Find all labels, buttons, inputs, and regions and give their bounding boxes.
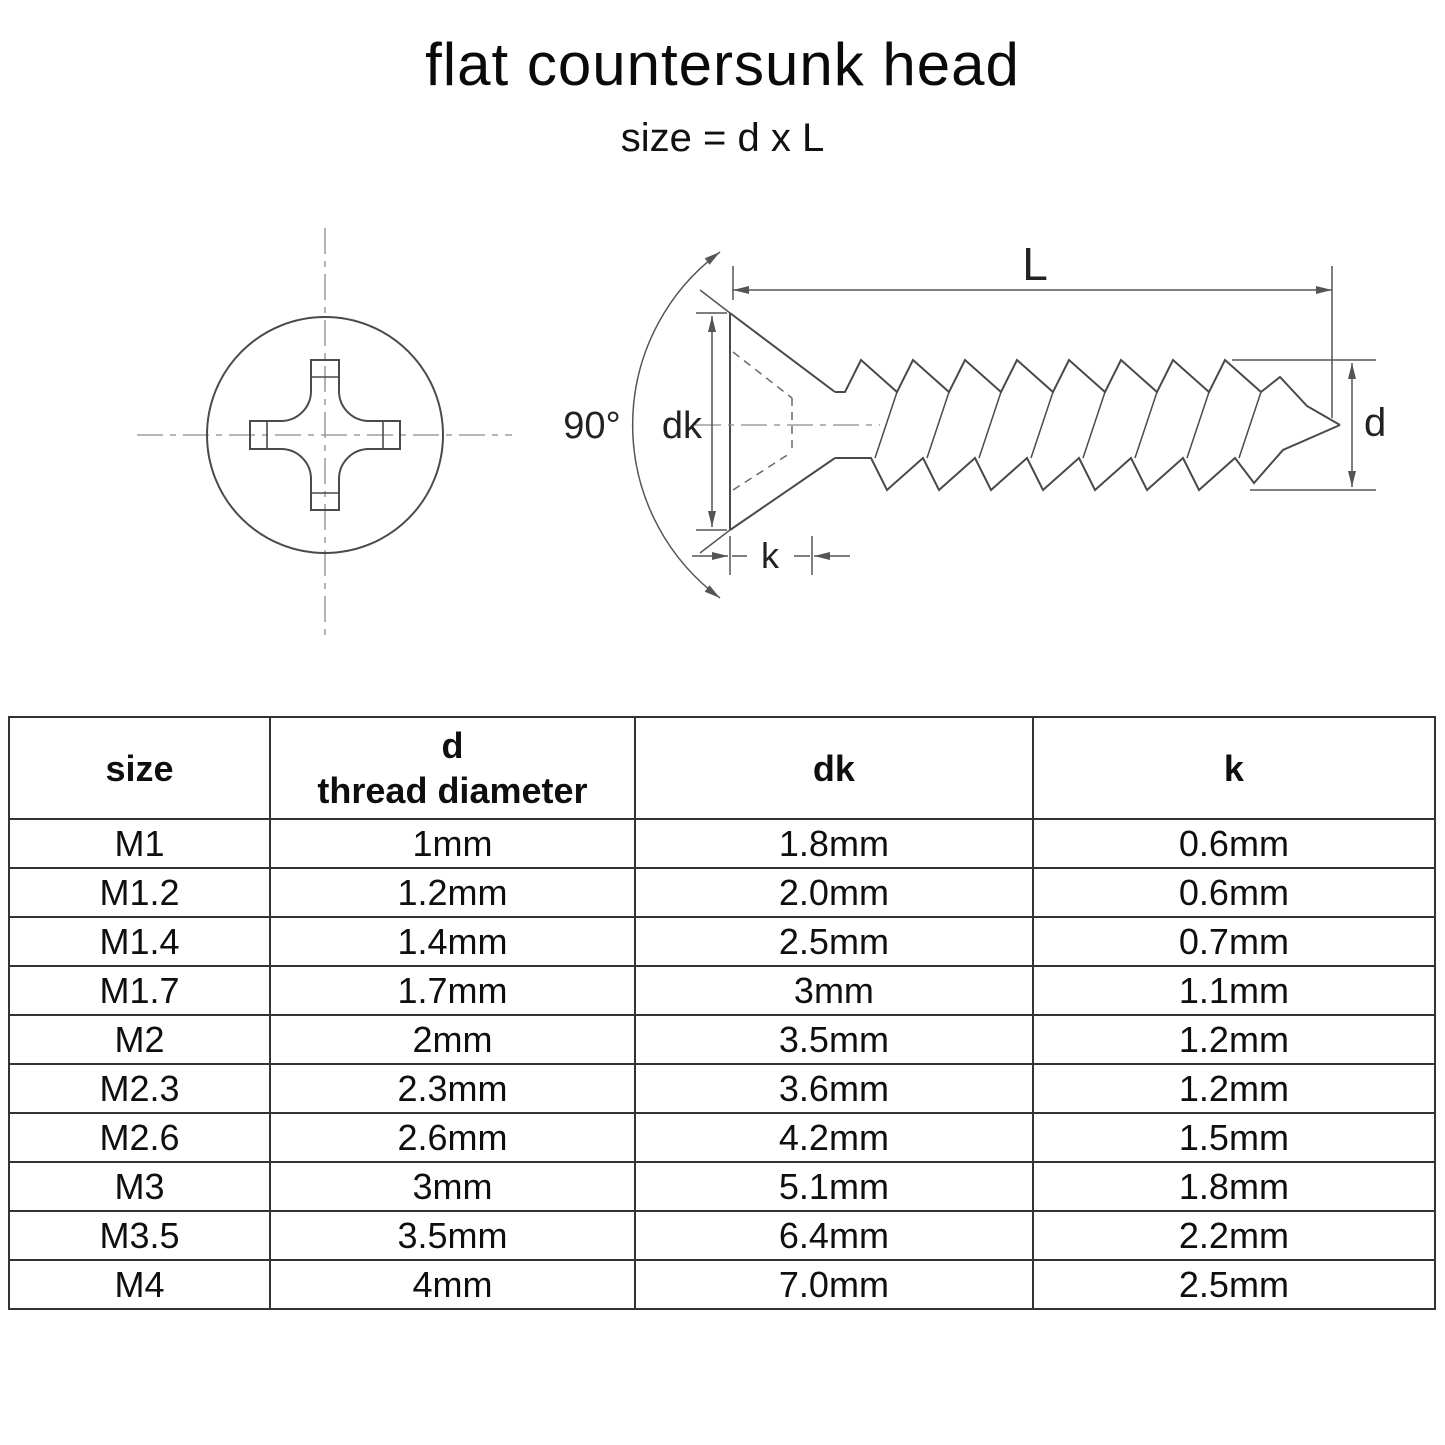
recess-hidden-lines bbox=[732, 351, 793, 491]
cell-size: M1.4 bbox=[8, 916, 271, 967]
cell-dk: 4.2mm bbox=[634, 1112, 1034, 1163]
cell-size: M1.2 bbox=[8, 867, 271, 918]
col-header-size: size bbox=[8, 716, 271, 820]
phillips-cross bbox=[249, 359, 401, 511]
cell-dk: 6.4mm bbox=[634, 1210, 1034, 1261]
label-L: L bbox=[1022, 238, 1048, 290]
cell-size: M2 bbox=[8, 1014, 271, 1065]
col-header-k: k bbox=[1031, 716, 1437, 820]
thread-profile-bottom bbox=[835, 424, 1341, 492]
cell-d: 2.3mm bbox=[268, 1063, 637, 1114]
head-cone-lower bbox=[729, 457, 836, 531]
cell-k: 1.5mm bbox=[1031, 1112, 1437, 1163]
spec-table: size d thread diameter dk k M1 1mm 1.8mm… bbox=[8, 716, 1437, 1310]
cell-dk: 5.1mm bbox=[634, 1161, 1034, 1212]
page-subtitle: size = d x L bbox=[620, 116, 825, 160]
cell-k: 0.6mm bbox=[1031, 867, 1437, 918]
col-header-d-description: thread diameter bbox=[317, 770, 588, 811]
table-row: M2 2mm 3.5mm 1.2mm bbox=[8, 1014, 1437, 1065]
head-cone-upper bbox=[729, 312, 836, 393]
cell-dk: 2.0mm bbox=[634, 867, 1034, 918]
cell-dk: 3.5mm bbox=[634, 1014, 1034, 1065]
table-row: M2.6 2.6mm 4.2mm 1.5mm bbox=[8, 1112, 1437, 1163]
cell-size: M2.3 bbox=[8, 1063, 271, 1114]
cell-size: M4 bbox=[8, 1259, 271, 1310]
cell-dk: 1.8mm bbox=[634, 818, 1034, 869]
table-row: M1.4 1.4mm 2.5mm 0.7mm bbox=[8, 916, 1437, 967]
cell-k: 1.8mm bbox=[1031, 1161, 1437, 1212]
page-title: flat countersunk head bbox=[425, 31, 1020, 98]
cell-size: M1 bbox=[8, 818, 271, 869]
cell-size: M2.6 bbox=[8, 1112, 271, 1163]
cell-k: 1.2mm bbox=[1031, 1014, 1437, 1065]
header-row: size d thread diameter dk k bbox=[8, 716, 1437, 820]
cell-d: 1.2mm bbox=[268, 867, 637, 918]
cell-k: 2.5mm bbox=[1031, 1259, 1437, 1310]
screw-top-view bbox=[137, 228, 512, 642]
cell-d: 4mm bbox=[268, 1259, 637, 1310]
technical-drawing: L dk 90° d k bbox=[137, 228, 1386, 642]
cell-k: 1.2mm bbox=[1031, 1063, 1437, 1114]
table-row: M1.2 1.2mm 2.0mm 0.6mm bbox=[8, 867, 1437, 918]
dim-arc-angle bbox=[631, 251, 721, 599]
spec-table-wrap: size d thread diameter dk k M1 1mm 1.8mm… bbox=[8, 716, 1437, 1310]
table-row: M2.3 2.3mm 3.6mm 1.2mm bbox=[8, 1063, 1437, 1114]
cell-d: 1.7mm bbox=[268, 965, 637, 1016]
label-k: k bbox=[761, 535, 780, 576]
cell-size: M3.5 bbox=[8, 1210, 271, 1261]
cell-d: 3mm bbox=[268, 1161, 637, 1212]
head-outline-circle bbox=[206, 316, 444, 554]
table-row: M4 4mm 7.0mm 2.5mm bbox=[8, 1259, 1437, 1310]
label-angle: 90° bbox=[563, 405, 620, 447]
cell-k: 0.6mm bbox=[1031, 818, 1437, 869]
screw-side-view bbox=[695, 312, 1341, 531]
cell-size: M1.7 bbox=[8, 965, 271, 1016]
cell-dk: 3.6mm bbox=[634, 1063, 1034, 1114]
thread-profile-top bbox=[835, 358, 1341, 426]
label-dk: dk bbox=[662, 405, 703, 447]
col-header-d: d thread diameter bbox=[268, 716, 637, 820]
col-header-d-symbol: d bbox=[441, 725, 464, 766]
cell-dk: 7.0mm bbox=[634, 1259, 1034, 1310]
cell-d: 1.4mm bbox=[268, 916, 637, 967]
cell-size: M3 bbox=[8, 1161, 271, 1212]
thread-helix-lines bbox=[874, 391, 1262, 459]
col-header-dk: dk bbox=[634, 716, 1034, 820]
cell-k: 0.7mm bbox=[1031, 916, 1437, 967]
cell-dk: 2.5mm bbox=[634, 916, 1034, 967]
label-d: d bbox=[1364, 401, 1386, 445]
cell-d: 2.6mm bbox=[268, 1112, 637, 1163]
centerlines bbox=[137, 228, 512, 642]
table-row: M1.7 1.7mm 3mm 1.1mm bbox=[8, 965, 1437, 1016]
table-row: M1 1mm 1.8mm 0.6mm bbox=[8, 818, 1437, 869]
dimension-lines bbox=[631, 251, 1376, 599]
cell-k: 1.1mm bbox=[1031, 965, 1437, 1016]
phillips-slot-steps bbox=[266, 376, 384, 494]
table-row: M3.5 3.5mm 6.4mm 2.2mm bbox=[8, 1210, 1437, 1261]
cell-d: 1mm bbox=[268, 818, 637, 869]
cell-d: 2mm bbox=[268, 1014, 637, 1065]
cell-d: 3.5mm bbox=[268, 1210, 637, 1261]
cell-dk: 3mm bbox=[634, 965, 1034, 1016]
cell-k: 2.2mm bbox=[1031, 1210, 1437, 1261]
table-row: M3 3mm 5.1mm 1.8mm bbox=[8, 1161, 1437, 1212]
